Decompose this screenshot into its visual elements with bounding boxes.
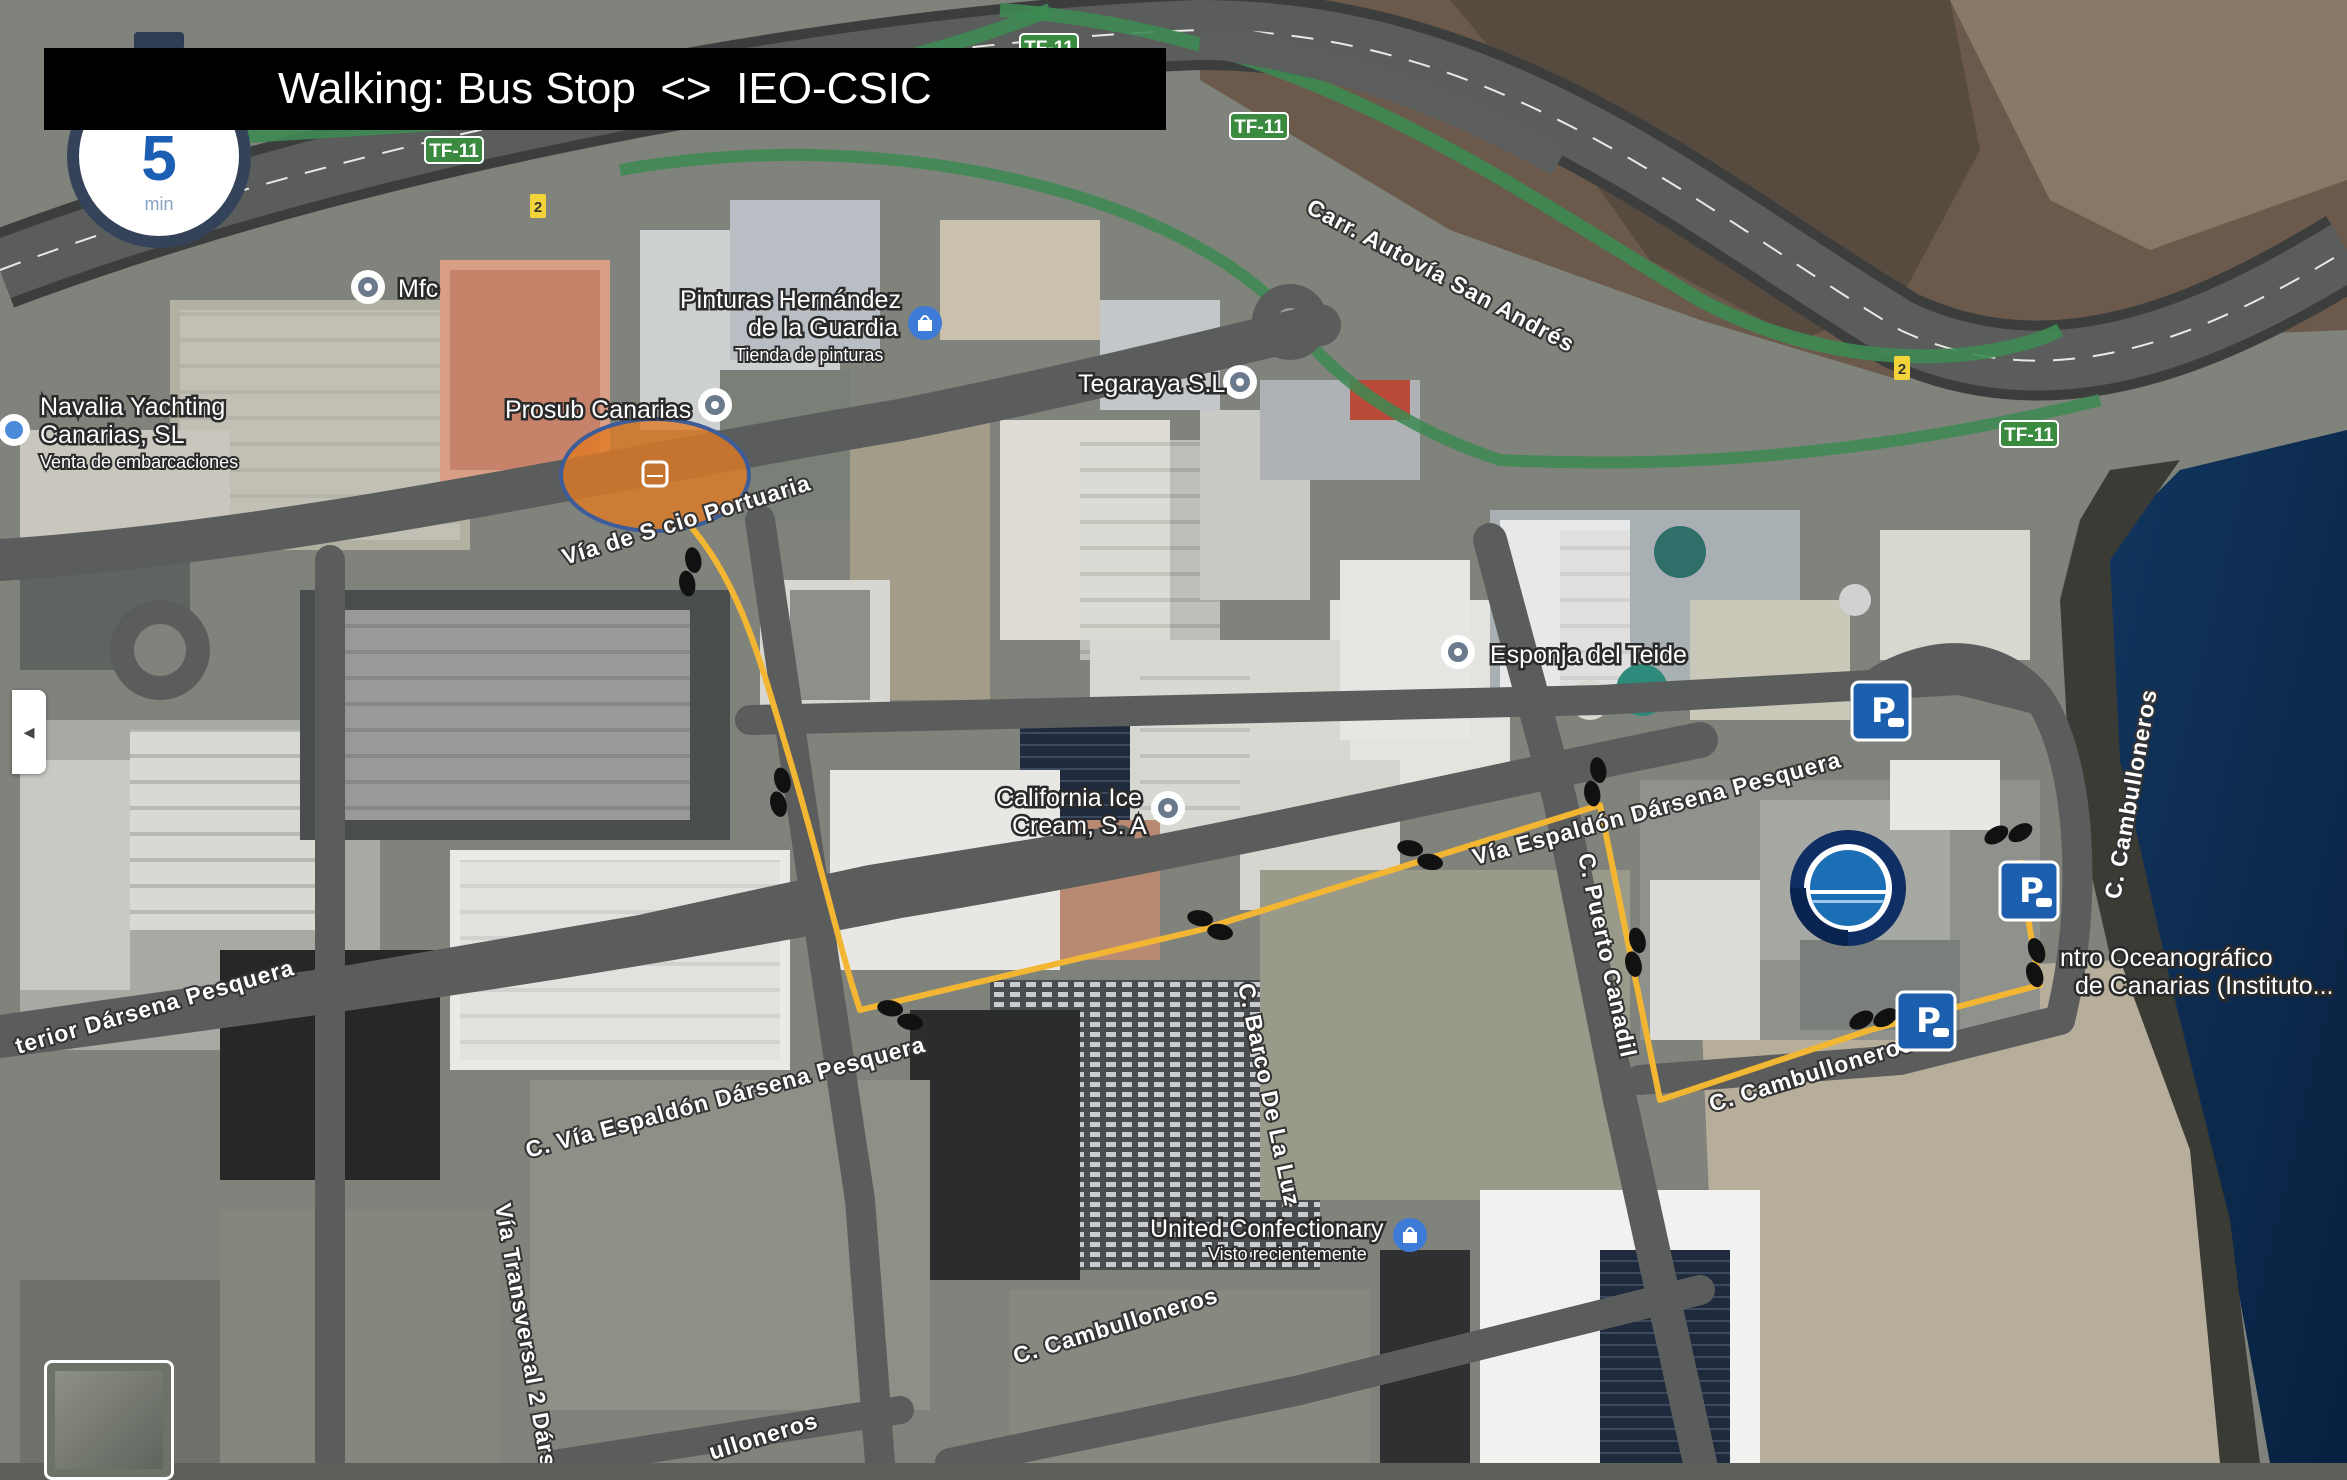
route-title: Walking: Bus Stop <> IEO-CSIC bbox=[278, 64, 932, 113]
place-label: Mfc bbox=[398, 275, 438, 303]
svg-text:TF-11: TF-11 bbox=[429, 141, 479, 162]
ieo-logo-icon[interactable] bbox=[1790, 830, 1906, 946]
place-label: Tegaraya S.L bbox=[1078, 370, 1225, 398]
svg-text:2: 2 bbox=[1898, 361, 1906, 378]
route-title-banner: Walking: Bus Stop <> IEO-CSIC bbox=[44, 48, 1166, 130]
place-label: de la Guardia bbox=[748, 314, 898, 342]
place-label: Esponja del Teide bbox=[1490, 641, 1687, 669]
stopwatch-unit: min bbox=[144, 194, 174, 214]
collapse-panel-tab[interactable]: ◂ bbox=[12, 690, 46, 774]
walking-route bbox=[682, 517, 2043, 1103]
place-label: ntro Oceanográfico bbox=[2060, 944, 2273, 972]
parking-icon[interactable]: P bbox=[1850, 680, 1912, 742]
layers-thumbnail-preview bbox=[55, 1371, 163, 1469]
place-label: Venta de embarcaciones bbox=[40, 452, 238, 472]
place-label: de Canarias (Instituto... bbox=[2075, 972, 2333, 1000]
place-label: Navalia Yachting bbox=[40, 393, 225, 421]
place-label: Tienda de pinturas bbox=[735, 345, 883, 365]
layers-toggle-button[interactable] bbox=[44, 1360, 174, 1480]
stopwatch-value: 5 bbox=[141, 122, 177, 194]
parking-icon[interactable]: P bbox=[1895, 990, 1957, 1052]
svg-text:TF-11: TF-11 bbox=[1234, 117, 1284, 138]
svg-text:TF-11: TF-11 bbox=[2004, 425, 2054, 446]
place-label: California Ice bbox=[996, 784, 1142, 812]
place-label: Pinturas Hernández bbox=[680, 286, 901, 314]
svg-text:2: 2 bbox=[534, 199, 542, 216]
place-label: Cream, S. A bbox=[1012, 812, 1147, 840]
place-label: United Confectionary bbox=[1150, 1215, 1384, 1243]
place-label: Canarias, SL bbox=[40, 421, 185, 449]
map-pin-icon[interactable] bbox=[0, 270, 1475, 825]
place-label: Prosub Canarias bbox=[505, 396, 691, 424]
parking-icon[interactable]: P bbox=[1998, 860, 2060, 922]
place-label: Visto recientemente bbox=[1208, 1244, 1367, 1264]
shopping-bag-icon[interactable] bbox=[908, 306, 1427, 1252]
chevron-left-icon: ◂ bbox=[23, 719, 35, 744]
bus-stop-icon bbox=[641, 460, 669, 488]
